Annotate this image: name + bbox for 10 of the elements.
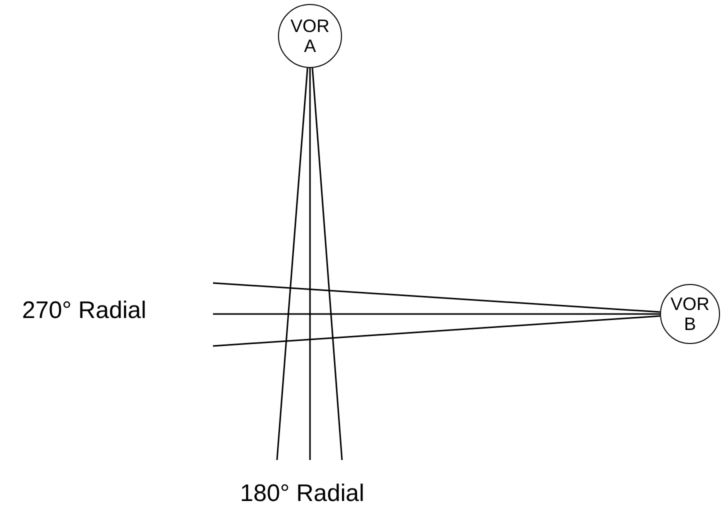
radial-line — [212, 315, 660, 347]
radial-label: 180° Radial — [240, 480, 364, 508]
radial-line — [309, 68, 311, 460]
radial-line — [213, 313, 660, 315]
station-label: VOR A — [289, 16, 330, 56]
station-label: VOR B — [669, 294, 710, 334]
radial-line — [312, 68, 343, 460]
radial-label: 270° Radial — [22, 297, 146, 325]
radial-line — [212, 282, 660, 313]
radial-line — [276, 68, 308, 460]
